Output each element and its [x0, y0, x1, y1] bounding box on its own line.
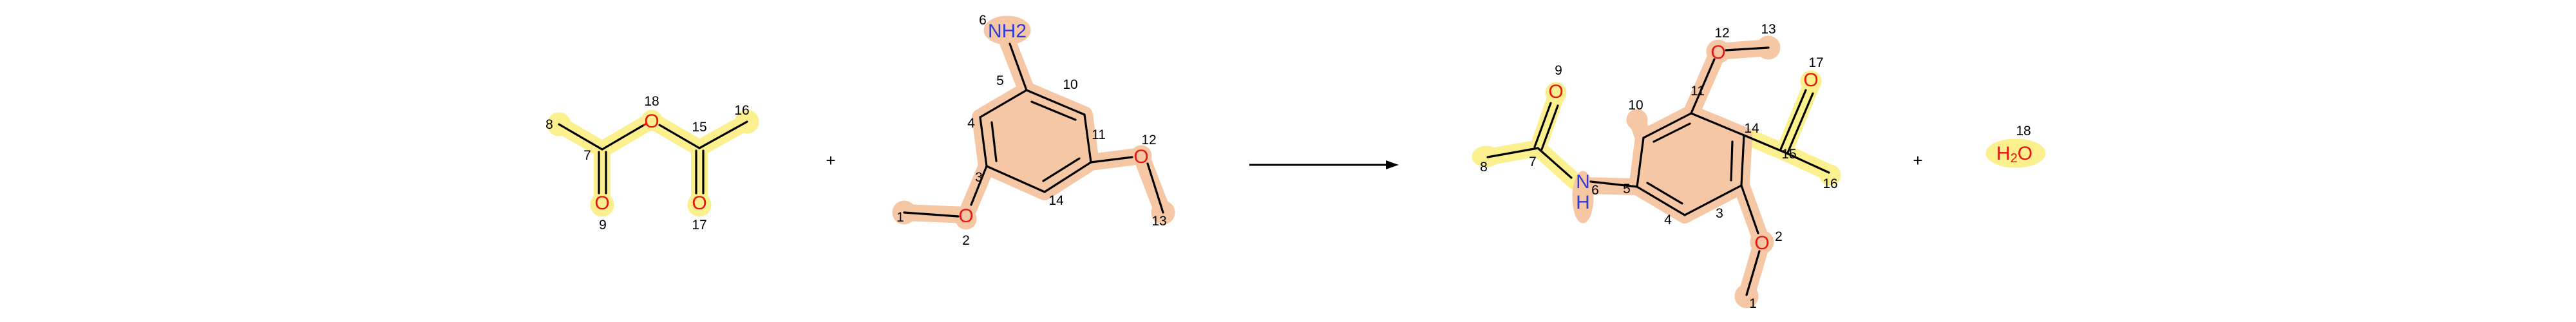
bonds [558, 120, 748, 194]
atom-number-2: 2 [1775, 229, 1783, 244]
atom-number-5: 5 [1623, 182, 1631, 196]
atom-number-2: 2 [962, 233, 970, 248]
reaction-arrow [1249, 160, 1399, 169]
atom-number-12: 12 [1714, 26, 1729, 41]
atom-number-8: 8 [545, 117, 553, 132]
atom-number-9: 9 [599, 218, 607, 232]
atom-number-14: 14 [1048, 193, 1064, 208]
water-formula: H2O [1996, 143, 2032, 166]
nh-hydrogen-label: H [1576, 192, 1590, 213]
atom-number-3: 3 [975, 170, 983, 185]
atom-number-4: 4 [967, 116, 975, 131]
atom-number-18: 18 [2016, 124, 2031, 138]
highlight-layer [1472, 35, 1841, 308]
oxygen-2-label: O [958, 205, 973, 227]
plus-sign: + [1913, 151, 1922, 170]
oxygen-12-label: O [1710, 42, 1725, 63]
atom-number-18: 18 [644, 94, 659, 109]
reactant-dimethoxyaniline: NH2 O O 6 5 10 4 11 12 3 14 2 1 13 [892, 13, 1175, 248]
atom-number-1: 1 [1749, 296, 1757, 311]
reactant-acetic-anhydride: O O O 8 7 9 18 15 16 17 [545, 94, 759, 232]
atom-number-6: 6 [1591, 183, 1599, 198]
oxygen-9-label: O [1548, 81, 1563, 102]
atom-number-17: 17 [1808, 55, 1823, 70]
highlight [1985, 138, 2046, 168]
oxygen-9-label: O [594, 193, 609, 214]
highlight-layer [892, 15, 1175, 230]
oxygen-17-label: O [692, 193, 706, 214]
atom-number-11: 11 [1092, 128, 1106, 142]
product-water: H2O 18 [1985, 124, 2046, 168]
bonds [903, 43, 1164, 218]
atom-number-4: 4 [1664, 213, 1672, 227]
atom-number-15: 15 [692, 120, 706, 135]
product-acetamide: O N H O O O 9 8 7 6 5 10 11 12 13 14 15 … [1472, 22, 1841, 311]
atom-number-1: 1 [896, 210, 904, 225]
oxygen-12-label: O [1133, 146, 1148, 167]
atom-number-6: 6 [979, 13, 987, 28]
oxygen-18-label: O [644, 111, 659, 132]
atom-number-10: 10 [1628, 98, 1643, 113]
plus-sign: + [826, 151, 835, 170]
atom-number-5: 5 [996, 73, 1004, 88]
atom-number-12: 12 [1141, 133, 1156, 147]
atom-number-9: 9 [1555, 63, 1562, 78]
atom-number-8: 8 [1480, 160, 1488, 175]
atom-number-17: 17 [692, 218, 706, 232]
atom-number-16: 16 [1823, 176, 1837, 191]
atom-number-7: 7 [1529, 155, 1537, 169]
atom-number-7: 7 [583, 148, 591, 163]
nitrogen-6-label: N [1576, 171, 1590, 193]
atom-number-15: 15 [1781, 147, 1796, 162]
atom-number-13: 13 [1761, 22, 1776, 37]
atom-number-13: 13 [1151, 214, 1166, 229]
atom-number-11: 11 [1690, 84, 1705, 99]
amine-nh2-label: NH2 [988, 21, 1027, 42]
bonds [1486, 46, 1830, 296]
atom-number-10: 10 [1063, 77, 1077, 92]
atom-number-14: 14 [1744, 121, 1759, 136]
atom-number-16: 16 [734, 103, 749, 118]
atom-number-3: 3 [1716, 206, 1723, 221]
oxygen-17-label: O [1803, 70, 1818, 91]
oxygen-2-label: O [1754, 232, 1769, 254]
